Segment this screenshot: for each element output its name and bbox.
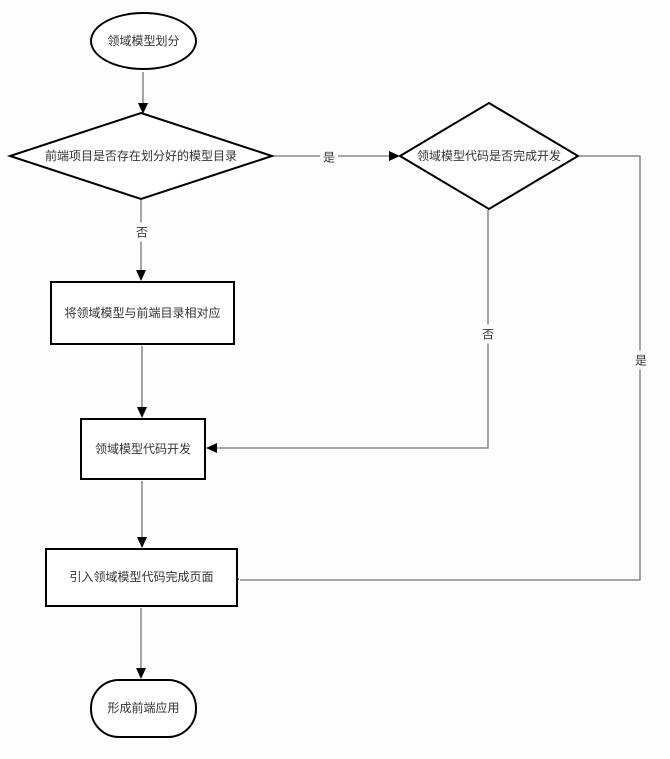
- node-process1-label: 将领域模型与前端目录相对应: [64, 305, 221, 320]
- arrowhead-down-icon: [137, 407, 147, 418]
- edge-decision2-process2: [214, 210, 489, 449]
- node-process3-label: 引入领域模型代码完成页面: [69, 570, 214, 585]
- decision1-diamond: [6, 111, 276, 201]
- node-process2-label: 领域模型代码开发: [94, 441, 191, 456]
- node-start-label: 领域模型划分: [107, 33, 180, 48]
- arrowhead-right-icon: [389, 151, 400, 161]
- edge-label-no-decision1: 否: [132, 222, 152, 242]
- arrowhead-down-icon: [138, 103, 148, 114]
- edge-decision2-process3: [240, 155, 641, 581]
- node-process1: 将领域模型与前端目录相对应: [50, 281, 235, 345]
- arrowhead-down-icon: [137, 537, 147, 548]
- arrowhead-down-icon: [136, 270, 146, 281]
- decision2-diamond: [398, 101, 580, 211]
- node-start: 领域模型划分: [90, 12, 197, 70]
- edge-label-no-decision2: 否: [478, 324, 498, 344]
- arrowhead-left-icon: [206, 443, 217, 453]
- arrowhead-down-icon: [136, 668, 146, 679]
- edge-label-yes-decision2: 是: [631, 350, 651, 370]
- node-process3: 引入领域模型代码完成页面: [45, 548, 238, 607]
- edge-label-yes-decision1: 是: [319, 147, 339, 167]
- node-end: 形成前端应用: [90, 679, 197, 738]
- node-process2: 领域模型代码开发: [80, 418, 206, 480]
- node-end-label: 形成前端应用: [107, 701, 180, 716]
